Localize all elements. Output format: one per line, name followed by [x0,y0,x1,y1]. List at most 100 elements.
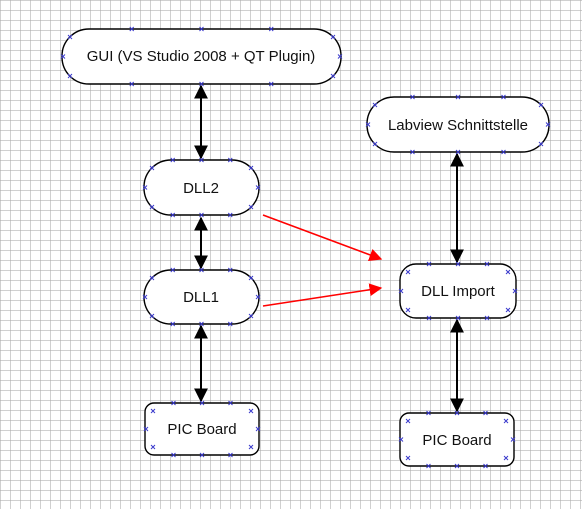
connection-handle-mark[interactable] [505,269,511,275]
node-pic-left-label: PIC Board [167,421,236,438]
connection-handle-mark[interactable] [149,204,155,210]
connection-handle-mark[interactable] [398,288,404,294]
connection-handle-mark[interactable] [150,444,156,450]
connection-handle-mark[interactable] [538,141,544,147]
connection-handle-mark[interactable] [248,204,254,210]
node-labview[interactable]: Labview Schnittstelle [366,96,550,153]
node-dll2-label: DLL2 [183,180,219,197]
connection-handle-mark[interactable] [199,212,204,218]
connection-handle-mark[interactable] [149,165,155,171]
connection-handle-mark[interactable] [142,294,148,300]
connection-handle-mark[interactable] [512,288,518,294]
connection-handle-mark[interactable] [248,313,254,319]
connection-handle-mark[interactable] [248,408,254,414]
connection-handle-mark[interactable] [171,400,176,406]
connection-handle-mark[interactable] [483,463,488,469]
connection-handle-mark[interactable] [227,321,233,327]
connection-handle-mark[interactable] [455,94,461,100]
connection-handle-mark[interactable] [199,452,205,458]
connection-handle-mark[interactable] [228,400,233,406]
connection-handle-mark[interactable] [405,307,411,313]
connection-handle-mark[interactable] [248,165,254,171]
connection-handle-mark[interactable] [372,141,378,147]
connection-handle-mark[interactable] [67,34,73,40]
connection-handle-mark[interactable] [268,81,274,87]
connection-handle-mark[interactable] [268,26,274,32]
connection-handle-mark[interactable] [199,267,204,273]
connection-handle-mark[interactable] [255,294,261,300]
connection-handle-mark[interactable] [143,426,149,432]
connection-handle-mark[interactable] [227,157,233,163]
connection-handle-mark[interactable] [330,73,336,79]
connection-handle-mark[interactable] [398,437,404,442]
connection-handle-mark[interactable] [199,26,204,32]
connection-handle-mark[interactable] [170,212,176,218]
connection-handle-mark[interactable] [410,149,415,155]
connection-handle-mark[interactable] [505,307,511,313]
connection-handle-mark[interactable] [199,400,205,406]
node-pic-right-label: PIC Board [422,432,491,449]
connection-handle-mark[interactable] [372,102,378,108]
connection-handle-mark[interactable] [129,26,135,32]
node-pic-right[interactable]: PIC Board [399,412,515,467]
connection-handle-mark[interactable] [199,81,204,87]
edge-dll2-dll-import[interactable] [262,214,383,261]
connection-handles [60,26,551,469]
connection-handle-mark[interactable] [484,261,490,267]
connection-handle-mark[interactable] [483,410,488,416]
connection-handle-mark[interactable] [199,157,204,163]
connection-handle-mark[interactable] [410,94,415,100]
connection-handle-mark[interactable] [455,261,461,267]
connection-handle-mark[interactable] [510,437,516,442]
connection-handle-mark[interactable] [454,410,460,416]
connection-handle-mark[interactable] [503,455,509,461]
connection-handle-mark[interactable] [170,157,176,163]
edge-dll1-dll-import[interactable] [262,283,383,307]
connection-handle-mark[interactable] [227,212,233,218]
connection-handle-mark[interactable] [454,463,460,469]
node-dll-import[interactable]: DLL Import [399,263,517,319]
connection-handle-mark[interactable] [501,149,506,155]
connection-handle-mark[interactable] [248,444,254,450]
connection-handle-mark[interactable] [405,269,411,275]
connection-handle-mark[interactable] [503,418,509,424]
connection-handle-mark[interactable] [150,408,156,414]
connection-handle-mark[interactable] [142,185,148,190]
connection-handle-mark[interactable] [545,122,551,127]
connection-handle-mark[interactable] [255,185,261,190]
node-dll1[interactable]: DLL1 [143,269,260,325]
connection-handle-mark[interactable] [426,463,431,469]
connection-handle-mark[interactable] [60,54,66,59]
connection-handle-mark[interactable] [330,34,336,40]
connection-handle-mark[interactable] [484,315,490,321]
node-gui-label: GUI (VS Studio 2008 + QT Plugin) [87,48,316,65]
connection-handle-mark[interactable] [170,267,176,273]
connection-handle-mark[interactable] [67,73,73,79]
connection-handle-mark[interactable] [337,54,343,59]
connection-handle-mark[interactable] [227,267,233,273]
node-dll-import-label: DLL Import [421,283,495,300]
connection-handle-mark[interactable] [455,149,461,155]
connection-handle-mark[interactable] [426,261,432,267]
connection-handle-mark[interactable] [199,321,204,327]
connection-handle-mark[interactable] [501,94,506,100]
connection-handle-mark[interactable] [455,315,461,321]
connection-handle-mark[interactable] [248,275,254,281]
edges-layer [194,84,464,413]
connection-handle-mark[interactable] [405,455,411,461]
connection-handle-mark[interactable] [228,452,233,458]
connection-handle-mark[interactable] [255,426,261,432]
connection-handle-mark[interactable] [149,313,155,319]
node-gui[interactable]: GUI (VS Studio 2008 + QT Plugin) [61,28,342,85]
connection-handle-mark[interactable] [171,452,176,458]
connection-handle-mark[interactable] [538,102,544,108]
connection-handle-mark[interactable] [405,418,411,424]
node-dll2[interactable]: DLL2 [143,159,260,216]
connection-handle-mark[interactable] [426,410,431,416]
node-pic-left[interactable]: PIC Board [144,402,260,456]
connection-handle-mark[interactable] [426,315,432,321]
connection-handle-mark[interactable] [365,122,371,127]
connection-handle-mark[interactable] [170,321,176,327]
connection-handle-mark[interactable] [149,275,155,281]
connection-handle-mark[interactable] [129,81,135,87]
